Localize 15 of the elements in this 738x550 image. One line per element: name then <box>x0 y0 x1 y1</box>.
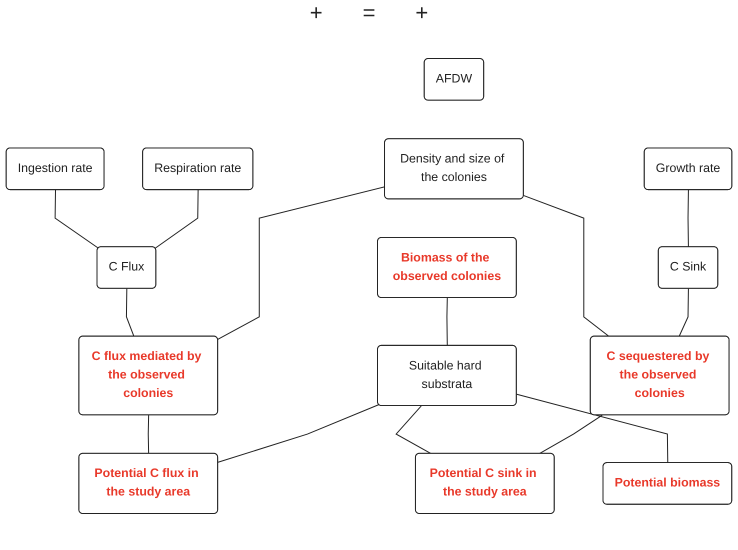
connector <box>688 190 689 248</box>
operator-sign: + <box>310 0 323 26</box>
operator-sign: = <box>362 0 376 26</box>
connector <box>516 394 668 464</box>
connector <box>523 195 610 337</box>
connector <box>148 414 150 454</box>
connector <box>538 414 603 454</box>
connector <box>126 288 134 337</box>
connector <box>217 186 386 340</box>
connector <box>446 297 448 346</box>
connector <box>154 190 199 249</box>
connector <box>54 190 99 249</box>
operator-sign: + <box>415 0 428 26</box>
connector <box>678 288 689 337</box>
connector <box>218 404 380 463</box>
